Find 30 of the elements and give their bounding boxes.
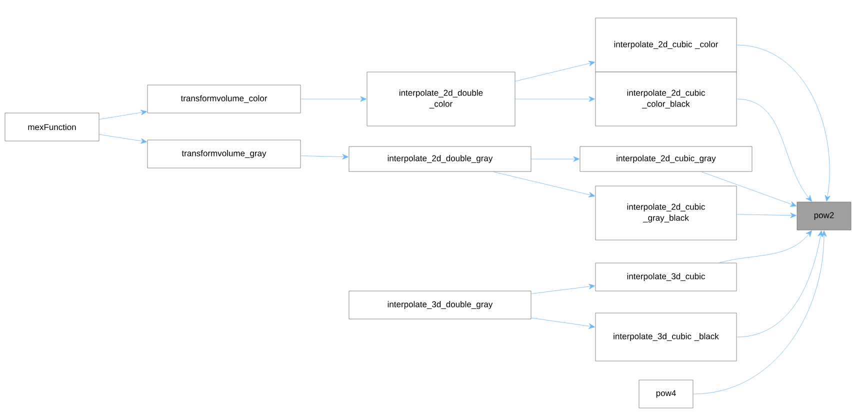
function-box: interpolate_3d_cubic _black	[595, 312, 737, 362]
arrow	[515, 60, 596, 82]
arrow	[531, 284, 595, 294]
arrow	[300, 154, 348, 160]
arrow	[693, 230, 827, 394]
function-box: interpolate_2d_cubic _gray_black	[595, 186, 737, 240]
function-box: interpolate_3d_cubic	[595, 262, 737, 292]
function-box: mexFunction	[4, 112, 100, 142]
function-box: interpolate_2d_cubic_gray	[580, 146, 752, 172]
arrow	[99, 110, 147, 120]
function-box: interpolate_2d_cubic _color_black	[595, 72, 737, 126]
arrow	[531, 156, 580, 162]
arrow	[736, 212, 796, 218]
function-box: pow4	[638, 380, 694, 408]
arrow	[531, 318, 595, 329]
function-box: interpolate_2d_double_gray	[348, 146, 532, 172]
function-box: interpolate_2d_cubic _color	[595, 18, 737, 72]
function-box: interpolate_3d_double_gray	[348, 290, 532, 320]
arrow	[736, 230, 824, 338]
function-box: transformvolume_color	[147, 84, 301, 114]
arrow	[736, 44, 830, 202]
arrow	[515, 96, 595, 102]
arrow	[99, 134, 147, 144]
arrow	[718, 230, 812, 263]
function-box: pow2	[796, 202, 852, 230]
arrow	[492, 172, 595, 198]
function-box: transformvolume_gray	[147, 140, 301, 168]
arrow	[300, 96, 366, 102]
function-box: interpolate_2d_double _color	[366, 72, 516, 126]
arrow	[736, 98, 812, 202]
